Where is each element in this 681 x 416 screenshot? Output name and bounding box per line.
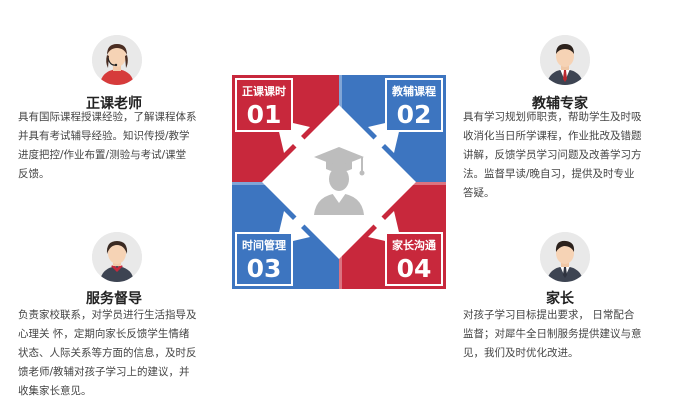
parent-description: 对孩子学习目标提出要求， 日常配合 监督；对犀牛全日制服务提供建议与意 见，我们… (463, 306, 642, 363)
tile-02: 教辅课程 02 (385, 78, 443, 132)
supervisor-desc-line: 状态、人际关系等方面的信息，及时反 (18, 347, 197, 359)
teacher-desc-line: 反馈。 (18, 168, 50, 180)
supervisor-description: 负责家校联系，对学员进行生活指导及 心理关 怀，定期向家长反馈学生情绪 状态、人… (18, 306, 197, 401)
teacher-desc-line: 并具有考试辅导经验。知识传授/教学 (18, 130, 190, 142)
tutor-avatar-icon (540, 35, 590, 85)
supervisor-desc-line: 馈老师/教辅对孩子学习上的建议，并 (18, 366, 190, 378)
tile-04: 家长沟通 04 (385, 232, 443, 286)
supervisor-desc-line: 负责家校联系，对学员进行生活指导及 (18, 309, 197, 321)
supervisor-avatar-icon (92, 232, 142, 282)
teacher-description: 具有国际课程授课经验，了解课程体系 并具有考试辅导经验。知识传授/教学 进度把控… (18, 108, 197, 184)
parent-desc-line: 见，我们及时优化改进。 (463, 347, 579, 359)
tile-02-label: 教辅课程 (391, 84, 436, 98)
teacher-desc-line: 具有国际课程授课经验，了解课程体系 (18, 111, 197, 123)
tile-04-number: 04 (397, 254, 432, 283)
parent-avatar-icon (540, 232, 590, 282)
parent-desc-line: 对孩子学习目标提出要求， 日常配合 (463, 309, 635, 321)
graduate-icon (314, 147, 365, 215)
teacher-desc-line: 进度把控/作业布置/测验与考试/课堂 (18, 149, 187, 161)
tutor-desc-line: 讲解，反馈学员学习问题及改善学习方 (463, 149, 642, 161)
tutor-title: 教辅专家 (532, 96, 588, 112)
parent-desc-line: 监督；对犀牛全日制服务提供建议与意 (463, 328, 642, 340)
supervisor-desc-line: 心理关 怀，定期向家长反馈学生情绪 (18, 328, 190, 340)
tutor-desc-line: 答疑。 (463, 187, 495, 199)
parent-title: 家长 (546, 291, 574, 307)
tutor-desc-line: 法。监督早读/晚自习，提供及时专业 (463, 168, 635, 180)
tutor-desc-line: 具有学习规划师职责，帮助学生及时吸 (463, 111, 642, 123)
service-cycle-diagram: 正课课时 01 教辅课程 02 时间管理 03 家长沟通 04 (232, 75, 446, 289)
supervisor-title: 服务督导 (86, 291, 142, 307)
tile-03: 时间管理 03 (235, 232, 293, 286)
tile-03-number: 03 (247, 254, 282, 283)
tile-01: 正课课时 01 (235, 78, 293, 132)
tile-02-number: 02 (397, 100, 432, 129)
tile-01-number: 01 (247, 100, 282, 129)
tutor-desc-line: 收消化当日所学课程，作业批改及错题 (463, 130, 642, 142)
tile-03-label: 时间管理 (242, 238, 286, 252)
teacher-title: 正课老师 (86, 96, 142, 112)
graduate-collar (332, 193, 346, 203)
supervisor-desc-line: 收集家长意见。 (18, 385, 92, 397)
tile-01-label: 正课课时 (242, 84, 286, 98)
tutor-description: 具有学习规划师职责，帮助学生及时吸 收消化当日所学课程，作业批改及错题 讲解，反… (463, 108, 642, 203)
tile-04-label: 家长沟通 (392, 238, 436, 252)
teacher-avatar-icon (92, 35, 142, 85)
